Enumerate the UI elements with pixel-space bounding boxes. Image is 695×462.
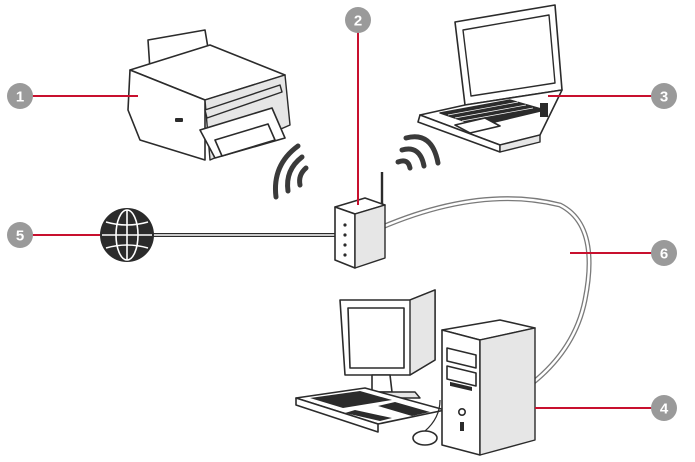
callout-badge-1: 1 [7,83,33,109]
callout-badge-2: 2 [345,7,371,33]
cables [152,196,592,388]
callout-badge-6: 6 [651,240,677,266]
callout-badge-3: 3 [651,83,677,109]
wifi-signal-icon [395,134,441,171]
wifi-signal-icon [272,143,309,200]
callout-number-1: 1 [16,89,24,106]
callout-number-6: 6 [660,246,668,263]
callout-badge-5: 5 [7,222,33,248]
globe-icon [100,208,154,262]
laptop-icon [417,4,563,153]
callout-number-5: 5 [16,228,24,245]
callout-number-2: 2 [354,13,362,30]
leader-lines [32,32,652,409]
callout-number-4: 4 [660,401,669,418]
callout-badge-4: 4 [651,395,677,421]
printer-icon [127,29,291,161]
ethernet-cable [377,196,592,388]
router-icon [334,172,386,269]
desktop-computer-icon [295,289,536,456]
callout-number-3: 3 [660,89,668,106]
